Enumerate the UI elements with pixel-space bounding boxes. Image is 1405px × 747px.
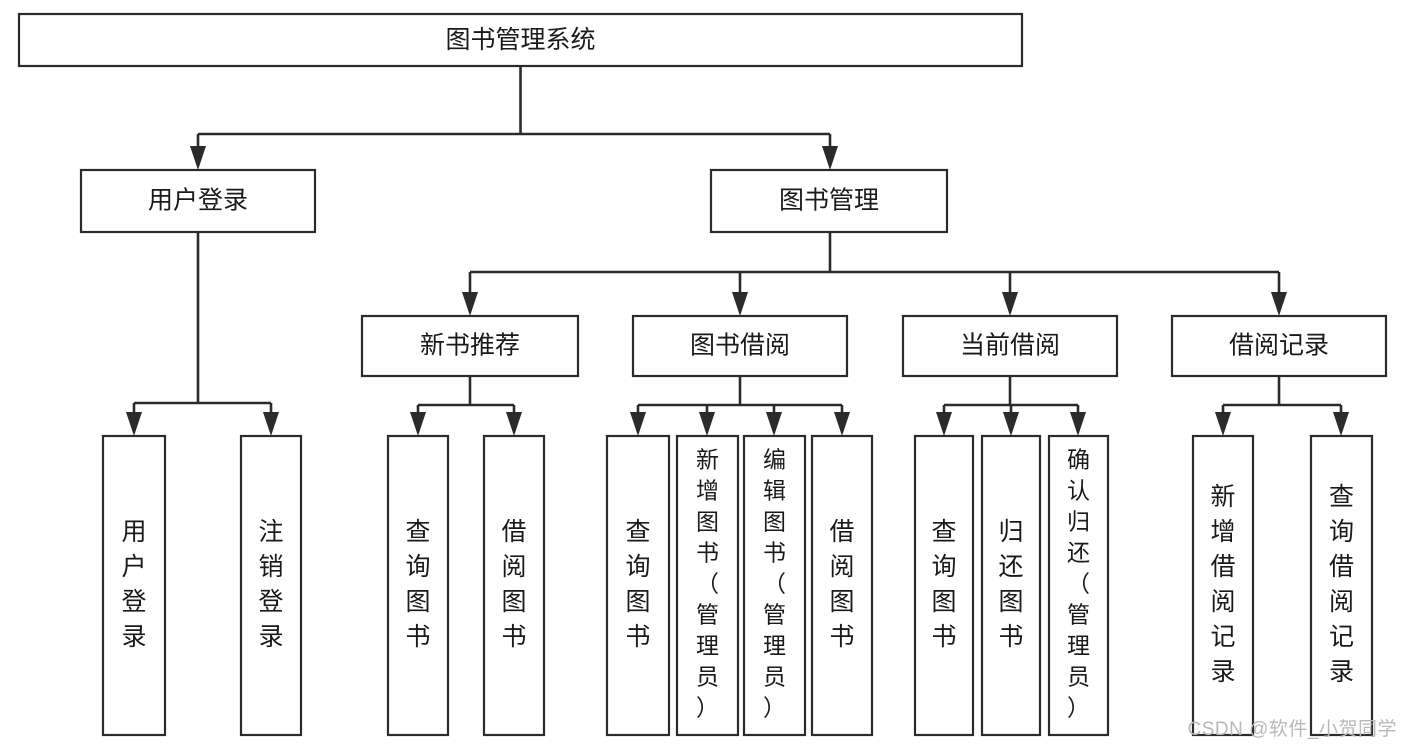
node-leaf-borrow-book-1-label: 借阅图书 [501, 518, 526, 651]
arrow-head-icon [1070, 412, 1086, 436]
node-leaf-query-book-2-label: 查询图书 [625, 518, 650, 651]
node-leaf-query-book-3-label: 查询图书 [931, 518, 956, 651]
connector-userlogin-to-leaves [126, 232, 279, 436]
node-leaf-borrow-book-2-label: 借阅图书 [829, 518, 854, 651]
node-leaf-query-book-1[interactable]: 查询图书 [386, 434, 450, 737]
node-leaf-borrow-book-2-box[interactable] [810, 434, 874, 737]
arrow-head-icon [766, 412, 782, 436]
node-user-login[interactable]: 用户登录 [79, 168, 317, 234]
arrow-head-icon [630, 412, 646, 436]
arrow-head-icon [263, 412, 279, 436]
node-leaf-borrow-book-1[interactable]: 借阅图书 [482, 434, 546, 737]
node-leaf-query-book-1-label: 查询图书 [405, 518, 430, 651]
arrow-head-icon [834, 412, 850, 436]
node-borrow-record-label: 借阅记录 [1229, 332, 1329, 360]
node-current-borrow-label: 当前借阅 [960, 332, 1060, 360]
node-leaf-edit-book-box[interactable] [742, 434, 807, 737]
connector-newbook-to-leaves [410, 376, 522, 436]
node-leaf-add-book-box[interactable] [675, 434, 740, 737]
node-leaf-user-login[interactable]: 用户登录 [101, 434, 167, 737]
node-leaf-borrow-book-2[interactable]: 借阅图书 [810, 434, 874, 737]
node-book-manage-box[interactable] [709, 168, 949, 234]
node-user-login-label: 用户登录 [148, 187, 248, 215]
node-leaf-logout-box[interactable] [239, 434, 303, 737]
node-leaf-add-record-box[interactable] [1191, 434, 1255, 737]
connector-root-to-level2 [190, 66, 838, 170]
node-leaf-borrow-book-1-box[interactable] [482, 434, 546, 737]
node-borrow-record-box[interactable] [1170, 314, 1388, 378]
node-user-login-box[interactable] [79, 168, 317, 234]
node-leaf-user-login-label: 用户登录 [121, 518, 146, 651]
node-current-borrow[interactable]: 当前借阅 [901, 314, 1119, 378]
connector-currentborrow-to-leaves [936, 376, 1086, 436]
arrow-head-icon [190, 146, 206, 170]
arrow-head-icon [410, 412, 426, 436]
node-leaf-query-record[interactable]: 查询借阅记录 [1309, 434, 1374, 737]
arrow-head-icon [1003, 412, 1019, 436]
node-new-book-rec-box[interactable] [360, 314, 580, 378]
node-current-borrow-box[interactable] [901, 314, 1119, 378]
node-book-manage-label: 图书管理 [779, 187, 879, 215]
node-book-borrow[interactable]: 图书借阅 [631, 314, 849, 378]
connector-borrowrecord-to-leaves [1215, 376, 1349, 436]
node-leaf-query-book-2-box[interactable] [605, 434, 671, 737]
node-leaf-query-book-3[interactable]: 查询图书 [913, 434, 975, 737]
connector-bookborrow-to-leaves [630, 376, 850, 436]
node-root-label: 图书管理系统 [445, 26, 595, 54]
node-leaf-edit-book-label: 编辑图书（管理员） [763, 447, 786, 721]
arrow-head-icon [822, 146, 838, 170]
arrow-head-icon [1271, 292, 1287, 316]
arrow-head-icon [1333, 412, 1349, 436]
node-leaf-logout[interactable]: 注销登录 [239, 434, 303, 737]
node-leaf-add-record[interactable]: 新增借阅记录 [1191, 434, 1255, 737]
arrow-head-icon [462, 292, 478, 316]
node-leaf-confirm-return-box[interactable] [1047, 434, 1110, 737]
node-borrow-record[interactable]: 借阅记录 [1170, 314, 1388, 378]
node-leaf-query-book-3-box[interactable] [913, 434, 975, 737]
node-leaf-add-book-label: 新增图书（管理员） [696, 447, 719, 721]
arrow-head-icon [936, 412, 952, 436]
node-root-box[interactable] [17, 12, 1024, 68]
arrow-head-icon [1215, 412, 1231, 436]
node-root[interactable]: 图书管理系统 [17, 12, 1024, 68]
connector-bookmanage-to-level3 [462, 232, 1287, 316]
node-leaf-query-book-1-box[interactable] [386, 434, 450, 737]
node-leaf-confirm-return-label: 确认归还（管理员） [1067, 447, 1090, 721]
arrow-head-icon [126, 412, 142, 436]
leaf-node-layer: 用户登录 注销登录 查询图书 借阅图书 查询图书 新增图书（管理员） 编辑图书（管理员） 借阅… [101, 434, 1374, 737]
node-leaf-edit-book[interactable]: 编辑图书（管理员） [742, 434, 807, 737]
node-leaf-user-login-box[interactable] [101, 434, 167, 737]
node-leaf-query-book-2[interactable]: 查询图书 [605, 434, 671, 737]
arrow-head-icon [732, 292, 748, 316]
node-leaf-logout-label: 注销登录 [258, 518, 283, 651]
node-leaf-add-book[interactable]: 新增图书（管理员） [675, 434, 740, 737]
node-leaf-query-record-box[interactable] [1309, 434, 1374, 737]
node-leaf-return-book-label: 归还图书 [998, 518, 1023, 651]
arrow-head-icon [506, 412, 522, 436]
watermark-text: CSDN @软件_小贺同学 [1187, 719, 1397, 740]
node-leaf-add-record-label: 新增借阅记录 [1210, 483, 1235, 686]
node-book-borrow-label: 图书借阅 [690, 332, 790, 360]
arrow-head-icon [699, 412, 715, 436]
node-book-manage[interactable]: 图书管理 [709, 168, 949, 234]
node-leaf-confirm-return[interactable]: 确认归还（管理员） [1047, 434, 1110, 737]
node-leaf-query-record-label: 查询借阅记录 [1329, 483, 1354, 686]
node-book-borrow-box[interactable] [631, 314, 849, 378]
node-leaf-return-book-box[interactable] [980, 434, 1042, 737]
arrow-head-icon [1002, 292, 1018, 316]
node-new-book-rec-label: 新书推荐 [420, 332, 520, 360]
node-leaf-return-book[interactable]: 归还图书 [980, 434, 1042, 737]
node-new-book-rec[interactable]: 新书推荐 [360, 314, 580, 378]
